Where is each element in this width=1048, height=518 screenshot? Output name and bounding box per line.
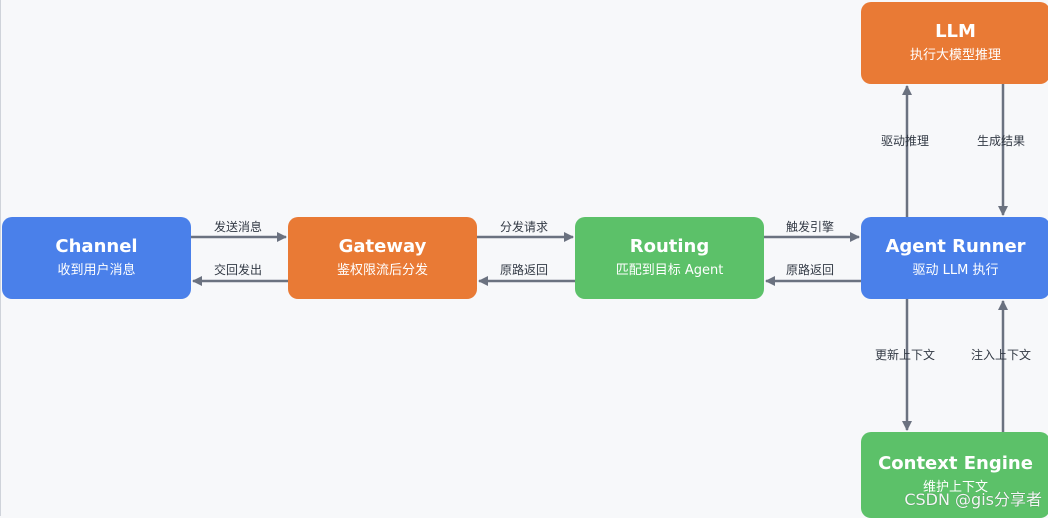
node-agent-runner: Agent Runner 驱动 LLM 执行 bbox=[861, 217, 1048, 299]
left-border bbox=[0, 0, 1, 516]
label-gateway-to-routing: 分发请求 bbox=[500, 220, 549, 234]
node-llm: LLM 执行大模型推理 bbox=[861, 2, 1048, 84]
node-channel-subtitle: 收到用户消息 bbox=[57, 263, 136, 278]
node-routing-title: Routing bbox=[629, 236, 710, 257]
label-llm-to-agent: 生成结果 bbox=[977, 134, 1026, 148]
node-context-engine-subtitle: 维护上下文 bbox=[922, 480, 988, 495]
label-routing-to-agent: 触发引擎 bbox=[786, 220, 835, 234]
node-llm-subtitle: 执行大模型推理 bbox=[909, 48, 1001, 63]
label-agent-to-routing: 原路返回 bbox=[786, 263, 835, 277]
label-routing-to-gateway: 原路返回 bbox=[500, 263, 549, 277]
label-context-to-agent: 注入上下文 bbox=[971, 348, 1032, 362]
node-routing: Routing 匹配到目标 Agent bbox=[575, 217, 764, 299]
node-routing-subtitle: 匹配到目标 Agent bbox=[615, 263, 724, 278]
node-gateway: Gateway 鉴权限流后分发 bbox=[288, 217, 477, 299]
node-gateway-title: Gateway bbox=[338, 236, 427, 257]
node-gateway-subtitle: 鉴权限流后分发 bbox=[336, 263, 428, 278]
label-agent-to-llm: 驱动推理 bbox=[881, 134, 930, 148]
watermark: CSDN @gis分享者 bbox=[904, 490, 1042, 509]
node-context-engine-title: Context Engine bbox=[878, 453, 1033, 474]
node-channel-title: Channel bbox=[55, 236, 138, 257]
label-gateway-to-channel: 交回发出 bbox=[214, 263, 263, 277]
label-agent-to-context: 更新上下文 bbox=[875, 348, 936, 362]
node-channel: Channel 收到用户消息 bbox=[2, 217, 191, 299]
node-context-engine: Context Engine 维护上下文 bbox=[861, 432, 1048, 518]
node-agent-runner-subtitle: 驱动 LLM 执行 bbox=[912, 263, 999, 278]
label-channel-to-gateway: 发送消息 bbox=[214, 220, 263, 234]
node-llm-title: LLM bbox=[935, 21, 976, 42]
node-agent-runner-title: Agent Runner bbox=[885, 236, 1026, 257]
